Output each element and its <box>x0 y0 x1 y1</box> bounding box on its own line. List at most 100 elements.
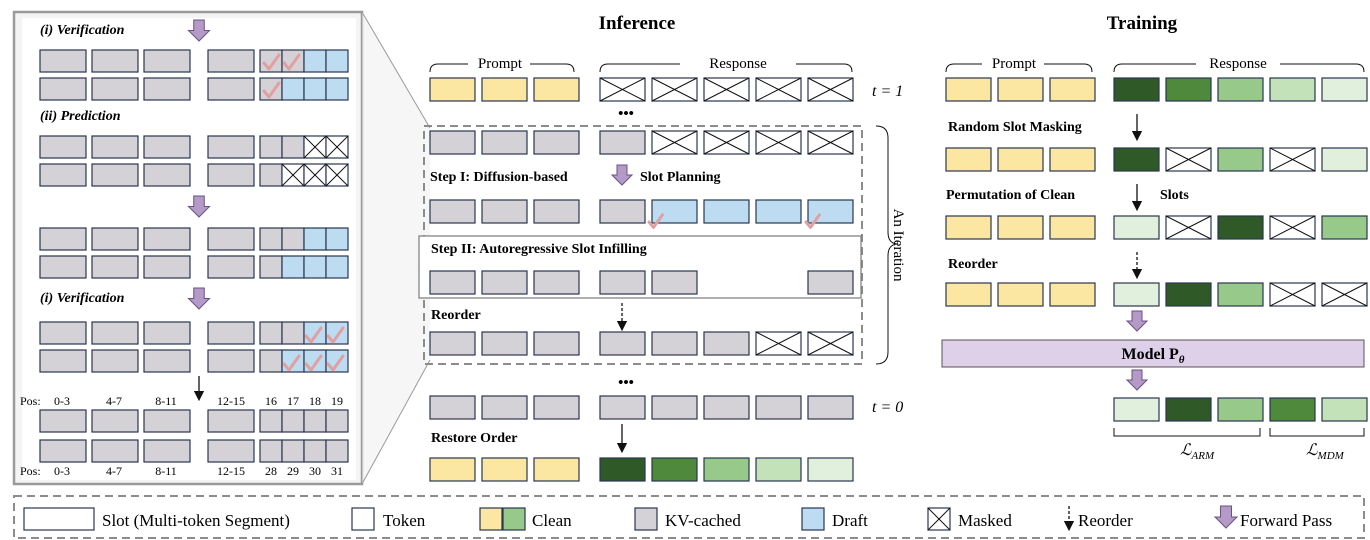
training-response-label: Response <box>1209 56 1267 72</box>
masked-slot <box>1269 215 1316 240</box>
kv-slot <box>807 395 854 420</box>
prompt-slot <box>945 215 992 240</box>
token <box>325 255 349 279</box>
step1-label-a: Step I: Diffusion-based <box>430 170 568 185</box>
clean-slot <box>1321 147 1368 172</box>
kv-slot <box>39 255 87 279</box>
kv-slot <box>39 49 87 73</box>
token <box>281 227 305 251</box>
kv-slot <box>533 199 580 224</box>
forward-pass-arrow-icon <box>610 164 634 186</box>
kv-slot <box>143 409 191 433</box>
masked-slot <box>755 77 802 102</box>
kv-slot <box>91 255 139 279</box>
token <box>303 77 327 101</box>
clean-slot <box>1113 77 1160 102</box>
prompt-slot <box>997 147 1044 172</box>
masked-slot <box>1269 147 1316 172</box>
kv-slot <box>39 227 87 251</box>
clean-slot <box>1269 77 1316 102</box>
kv-slot <box>39 409 87 433</box>
token <box>259 321 283 345</box>
ellipsis-top: ••• <box>618 106 634 122</box>
token <box>325 227 349 251</box>
masked-slot <box>703 77 750 102</box>
pos-value: 29 <box>287 464 299 478</box>
kv-slot <box>755 395 802 420</box>
legend-slot-text: Slot (Multi-token Segment) <box>102 511 290 530</box>
token <box>303 409 327 433</box>
reorder-label: Reorder <box>431 308 481 323</box>
kv-slot <box>143 49 191 73</box>
zoom-verification-label-2: (i) Verification <box>40 291 125 306</box>
prompt-slot <box>945 77 992 102</box>
token-slot <box>259 227 349 251</box>
pos-value: 30 <box>309 464 321 478</box>
masked-slot <box>1165 147 1212 172</box>
token <box>325 49 349 73</box>
forward-pass-arrow-icon <box>187 287 211 310</box>
masked-token <box>303 163 327 187</box>
kv-slot <box>533 331 580 356</box>
check-icon <box>304 354 323 372</box>
masked-slot <box>703 130 750 155</box>
prompt-slot <box>945 282 992 307</box>
kv-slot <box>429 130 476 155</box>
masked-token <box>281 163 305 187</box>
clean-slot <box>1113 215 1160 240</box>
clean-slot <box>1321 77 1368 102</box>
legend-forward-text: Forward Pass <box>1240 511 1332 530</box>
clean-slot <box>807 457 854 482</box>
token <box>325 321 349 345</box>
forward-pass-arrow-icon <box>187 195 211 218</box>
pos-value: 0-3 <box>54 394 70 408</box>
kv-slot <box>207 77 255 101</box>
kv-slot <box>207 439 255 463</box>
check-icon <box>326 354 345 372</box>
kv-slot <box>91 321 139 345</box>
pos-value: 16 <box>265 394 277 408</box>
token <box>303 227 327 251</box>
kv-slot <box>91 49 139 73</box>
legend: Slot (Multi-token Segment) Token Clean K… <box>13 495 1365 539</box>
prompt-slot <box>533 77 580 102</box>
masked-slot <box>1321 282 1368 307</box>
token-slot <box>259 409 349 433</box>
kv-slot <box>481 130 528 155</box>
pos-value: 4-7 <box>106 394 122 408</box>
kv-slot <box>429 270 476 295</box>
masked-slot <box>807 130 854 155</box>
kv-slot <box>143 349 191 373</box>
masked-slot <box>1165 215 1212 240</box>
clean-slot <box>1165 77 1212 102</box>
kv-slot <box>143 77 191 101</box>
inference-panel: Inference Prompt Response t = 1 ••• ••• … <box>418 13 906 482</box>
pos-value: 18 <box>309 394 321 408</box>
kv-slot <box>429 331 476 356</box>
draft-slot <box>703 199 750 224</box>
t0-label: t = 0 <box>872 399 903 416</box>
kv-slot <box>91 349 139 373</box>
clean-slot <box>1165 397 1212 422</box>
kv-slot <box>143 227 191 251</box>
legend-token-swatch <box>351 507 375 531</box>
check-icon <box>262 53 281 71</box>
prompt-slot <box>997 282 1044 307</box>
kv-slot <box>533 270 580 295</box>
check-icon <box>804 213 821 229</box>
legend-kv-swatch <box>634 507 658 531</box>
token <box>259 349 283 373</box>
masked-slot <box>651 77 698 102</box>
training-title: Training <box>1107 13 1178 34</box>
legend-draft-swatch <box>801 507 825 531</box>
kv-slot <box>143 439 191 463</box>
token <box>303 255 327 279</box>
legend-token-text: Token <box>383 511 426 530</box>
pos-value: 12-15 <box>217 464 245 478</box>
forward-pass-arrow-icon <box>1125 310 1149 332</box>
kv-slot <box>91 409 139 433</box>
permutation-label-b: Slots <box>1160 188 1189 203</box>
token <box>259 409 283 433</box>
